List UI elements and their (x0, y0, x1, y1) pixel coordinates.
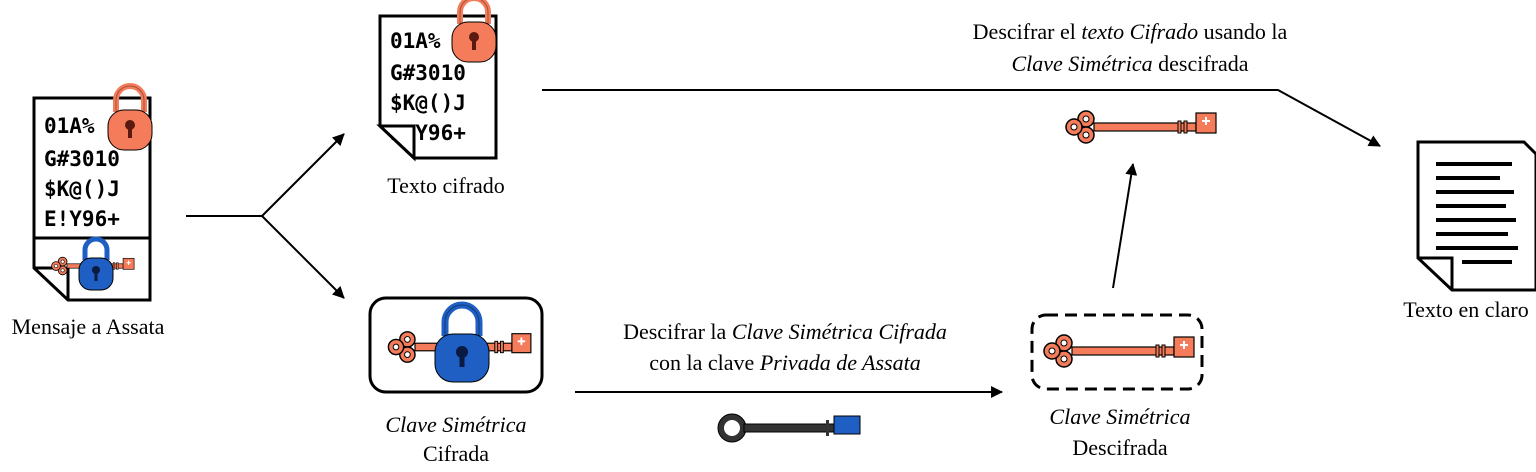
decrypted-key-label-1: Clave Simétrica (1049, 404, 1190, 429)
message-line-2: G#3010 (44, 147, 120, 171)
message-line-4: E!Y96+ (44, 207, 120, 231)
plaintext-document-icon (1416, 140, 1536, 292)
private-key-icon (717, 413, 861, 443)
ciphertext-line-2: G#3010 (390, 61, 466, 85)
ciphertext-line-3: $K@()J (390, 91, 466, 115)
plaintext-label: Texto en claro (1403, 297, 1529, 322)
encrypted-key-label-2: Cifrada (423, 441, 489, 466)
decrypt-text-step-line-1: Descifrar el texto Cifrado usando la (973, 19, 1288, 44)
ciphertext-document: 01A% G#3010 $K@()J E!Y96+ (376, 0, 496, 162)
key-icon (1065, 110, 1217, 144)
ciphertext-line-1: 01A% (390, 29, 441, 53)
encrypted-key-label-1: Clave Simétrica (385, 412, 526, 437)
message-line-3: $K@()J (44, 177, 120, 201)
ciphertext-label: Texto cifrado (387, 173, 505, 198)
decrypted-key-label-2: Descifrada (1072, 435, 1168, 460)
message-line-1: 01A% (44, 114, 95, 138)
message-document: 01A% G#3010 $K@()J E!Y96+ (32, 86, 152, 302)
message-label: Mensaje a Assata (12, 314, 165, 339)
padlock-icon (452, 0, 496, 62)
decrypt-key-step-line-1: Descifrar la Clave Simétrica Cifrada (623, 319, 947, 344)
decrypt-text-step-line-2: Clave Simétrica descifrada (1011, 51, 1248, 76)
decrypt-key-step-line-2: con la clave Privada de Assata (649, 350, 920, 375)
padlock-icon (108, 86, 152, 150)
